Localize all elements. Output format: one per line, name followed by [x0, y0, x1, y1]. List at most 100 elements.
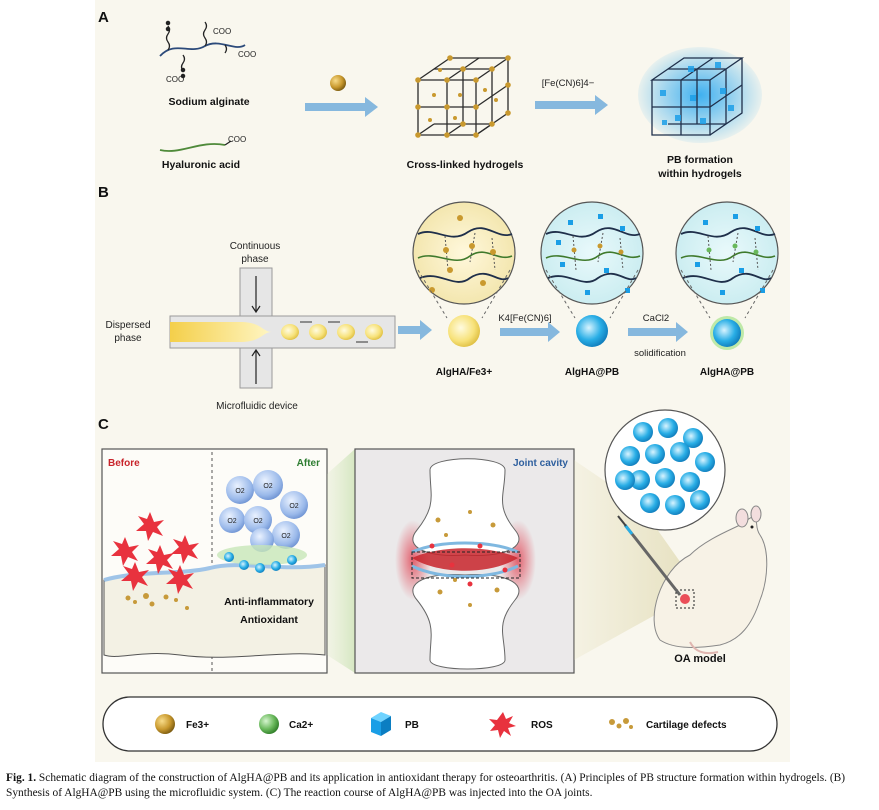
- figure-canvas: A COO COO COO Sodium alginate COO Hyalur…: [98, 9, 779, 752]
- microsphere-bead: [615, 470, 635, 490]
- o2-label-1: O2: [235, 488, 244, 495]
- coo-label-3: COO: [166, 75, 184, 84]
- fe-cn6-reagent-label: [Fe(CN)6]4−: [542, 78, 595, 89]
- caption-label: Fig. 1.: [6, 772, 37, 784]
- oa-model-label: OA model: [674, 653, 726, 665]
- panel-b-letter: B: [98, 184, 109, 201]
- legend-label-pb: PB: [405, 720, 419, 731]
- synovial-space: [412, 548, 518, 571]
- algha-pb-solid-bead-icon: [713, 319, 741, 347]
- dispersed-phase-label-2: phase: [114, 333, 142, 344]
- continuous-phase-label-2: phase: [241, 254, 269, 265]
- crosslinked-hydrogels-label: Cross-linked hydrogels: [407, 159, 524, 171]
- hyaluronic-acid-chain-icon: [159, 140, 232, 152]
- cartilage-lower: [411, 564, 519, 578]
- sodium-alginate-label: Sodium alginate: [168, 96, 249, 108]
- pb-glow: [638, 47, 762, 143]
- o2-label-3: O2: [289, 503, 298, 510]
- legend-label-cartilage: Cartilage defects: [646, 720, 727, 731]
- o2-label-4: O2: [227, 518, 236, 525]
- ros-icon: [489, 712, 516, 738]
- panel-b: B Continuous phase Dispersed phase Micro…: [98, 184, 779, 412]
- figure-caption: Fig. 1. Schematic diagram of the constru…: [6, 771, 874, 801]
- microsphere-bead: [683, 428, 703, 448]
- microsphere-bead: [645, 444, 665, 464]
- tibia-bone: [412, 573, 520, 670]
- o2-label-2: O2: [263, 483, 272, 490]
- arrow-a2: [535, 95, 608, 115]
- fe-ion-icon: [330, 75, 346, 91]
- microsphere-bead: [680, 472, 700, 492]
- fe-ion-icon: [155, 714, 175, 734]
- antioxidant-label: Antioxidant: [240, 614, 298, 626]
- arrow-a1: [305, 97, 378, 117]
- solidification-label: solidification: [634, 348, 686, 359]
- microsphere-bead: [620, 446, 640, 466]
- legend-label-ca: Ca2+: [289, 720, 313, 731]
- microsphere-bead: [665, 495, 685, 515]
- zoom-circle-algha-fe: [412, 201, 516, 305]
- cartilage-defects-before: [125, 593, 189, 610]
- o2-label-5: O2: [253, 518, 262, 525]
- joint-highlight-box: [411, 551, 521, 579]
- product-algha-fe-label: AlgHA/Fe3+: [436, 367, 493, 378]
- legend-label-ros: ROS: [531, 720, 553, 731]
- legend: Fe3+ Ca2+ PB ROS Cartilage defects: [102, 696, 778, 752]
- ros-cluster: [111, 512, 199, 594]
- zoom-circle-algha-pb: [540, 201, 644, 305]
- algha-fe-bead-icon: [448, 315, 480, 347]
- panel-c: C Before After O2: [98, 409, 768, 674]
- sodium-alginate-chain-icon: [159, 20, 246, 79]
- microfluidic-device-icon: [169, 267, 396, 389]
- product-algha-pb-label: AlgHA@PB: [565, 367, 619, 378]
- cacl2-reagent-label: CaCl2: [643, 313, 669, 324]
- algha-pb-bead-icon: [576, 315, 608, 347]
- arrow-b0: [398, 320, 432, 340]
- zoom-cone-2: [574, 460, 700, 660]
- zoom-circle-algha-pb-solid: [675, 201, 779, 305]
- cartilage-upper: [411, 541, 519, 554]
- microsphere-bead: [655, 468, 675, 488]
- microsphere-bead: [630, 470, 650, 490]
- after-label: After: [297, 458, 320, 469]
- before-label: Before: [108, 458, 140, 469]
- o2-label-6: O2: [281, 533, 290, 540]
- pb-crystals: [660, 62, 734, 125]
- panel-a: A COO COO COO Sodium alginate COO Hyalur…: [98, 9, 762, 180]
- microsphere-bead: [670, 442, 690, 462]
- joint-cartilage-defects: [435, 510, 500, 607]
- coo-label-1: COO: [213, 27, 231, 36]
- crosslink-dots: [415, 55, 511, 138]
- legend-label-fe: Fe3+: [186, 720, 209, 731]
- panel-a-letter: A: [98, 9, 109, 26]
- coo-label-2: COO: [238, 50, 256, 59]
- hyaluronic-acid-label: Hyaluronic acid: [162, 159, 240, 171]
- pb-cube-icon: [371, 712, 391, 736]
- cartilage-defect-icon: [609, 718, 633, 729]
- dispersed-phase-label-1: Dispersed: [105, 320, 150, 331]
- microsphere-bead: [640, 493, 660, 513]
- microsphere-bead: [633, 422, 653, 442]
- ca-ion-icon: [259, 714, 279, 734]
- continuous-phase-label-1: Continuous: [230, 241, 281, 252]
- after-green-halo: [217, 545, 307, 565]
- zoom-cone-1: [327, 449, 355, 673]
- coo-label-4: COO: [228, 135, 246, 144]
- microsphere-bead: [695, 452, 715, 472]
- joint-cavity-label: Joint cavity: [513, 458, 568, 469]
- oxygen-bubbles: [219, 470, 308, 552]
- mouse-oa-model-icon: [617, 505, 768, 655]
- k4fecn6-reagent-label: K4[Fe(CN)6]: [498, 313, 551, 324]
- algha-pb-beads-after: [224, 552, 297, 573]
- microfluidic-device-label: Microfluidic device: [216, 401, 298, 412]
- joint-ros: [429, 543, 508, 587]
- anti-inflammatory-label: Anti-inflammatory: [224, 596, 314, 608]
- microsphere-bead: [690, 490, 710, 510]
- pb-formation-label-1: PB formation: [667, 154, 733, 166]
- arrow-b2: [628, 322, 688, 342]
- panel-c-letter: C: [98, 416, 109, 433]
- arrow-b1: [500, 322, 560, 342]
- microsphere-bead: [658, 418, 678, 438]
- microsphere-beads: [615, 418, 715, 515]
- product-algha-pb-solid-label: AlgHA@PB: [700, 367, 754, 378]
